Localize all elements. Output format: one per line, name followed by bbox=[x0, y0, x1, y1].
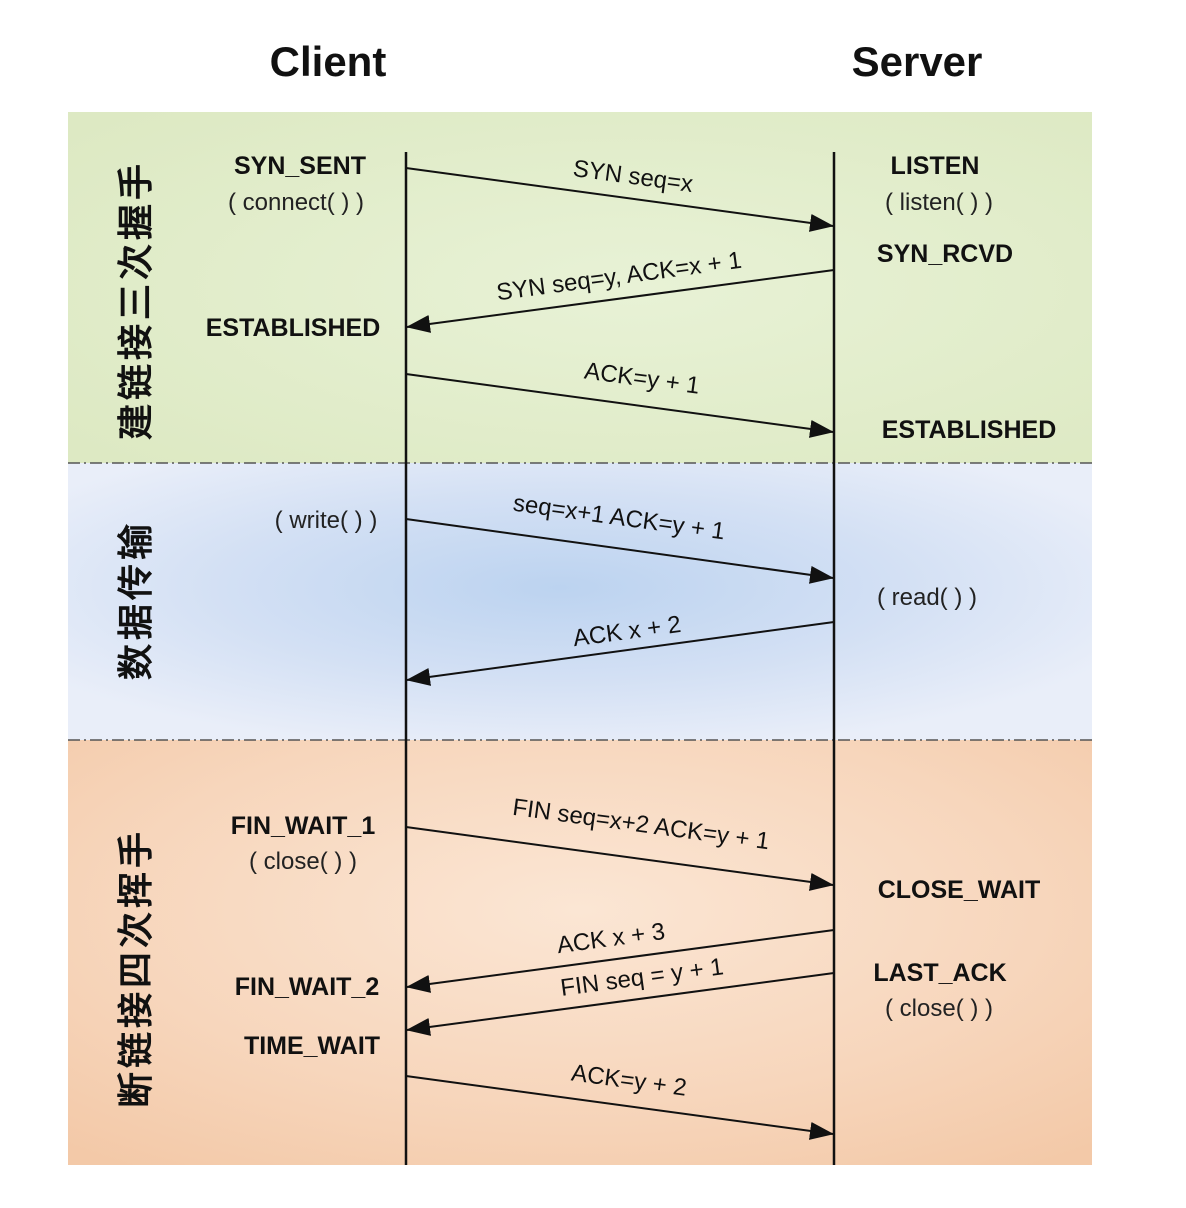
arrow-data bbox=[405, 518, 834, 584]
phase-label-handshake: 建链接三次握手 bbox=[116, 160, 157, 440]
client-state-fin-wait-2: FIN_WAIT_2 bbox=[235, 973, 379, 1001]
arrow-ack bbox=[405, 373, 834, 438]
client-state-syn-sent: SYN_SENT bbox=[234, 152, 366, 180]
client-call-close: ( close( ) ) bbox=[249, 848, 357, 875]
client-call-write: ( write( ) ) bbox=[275, 507, 378, 534]
client-state-established: ESTABLISHED bbox=[206, 314, 381, 342]
arrow-ack-fin-1 bbox=[406, 929, 835, 993]
phase-label-teardown: 断链接四次挥手 bbox=[116, 828, 157, 1108]
arrow-syn-ack bbox=[406, 269, 835, 333]
client-header: Client bbox=[270, 38, 387, 85]
arrow-data-ack bbox=[406, 621, 835, 686]
phase-label-transfer: 数据传输 bbox=[116, 520, 157, 680]
client-state-time-wait: TIME_WAIT bbox=[244, 1032, 380, 1060]
server-state-close-wait: CLOSE_WAIT bbox=[878, 876, 1041, 904]
server-state-syn-rcvd: SYN_RCVD bbox=[877, 240, 1013, 268]
client-call-connect: ( connect( ) ) bbox=[228, 189, 364, 216]
transfer-band bbox=[68, 463, 1092, 740]
server-state-last-ack: LAST_ACK bbox=[873, 959, 1006, 987]
server-call-close: ( close( ) ) bbox=[885, 995, 993, 1022]
handshake-band bbox=[68, 112, 1092, 463]
arrow-fin-2 bbox=[406, 972, 835, 1036]
client-state-fin-wait-1: FIN_WAIT_1 bbox=[231, 812, 376, 840]
server-state-established: ESTABLISHED bbox=[882, 416, 1057, 444]
arrow-ack-fin-2 bbox=[405, 1075, 834, 1140]
server-call-listen: ( listen( ) ) bbox=[885, 189, 993, 216]
teardown-band bbox=[68, 740, 1092, 1165]
arrow-syn bbox=[405, 167, 834, 232]
server-header: Server bbox=[852, 38, 983, 85]
arrow-fin-1 bbox=[405, 826, 834, 891]
server-call-read: ( read( ) ) bbox=[877, 584, 977, 611]
server-state-listen: LISTEN bbox=[891, 152, 980, 180]
